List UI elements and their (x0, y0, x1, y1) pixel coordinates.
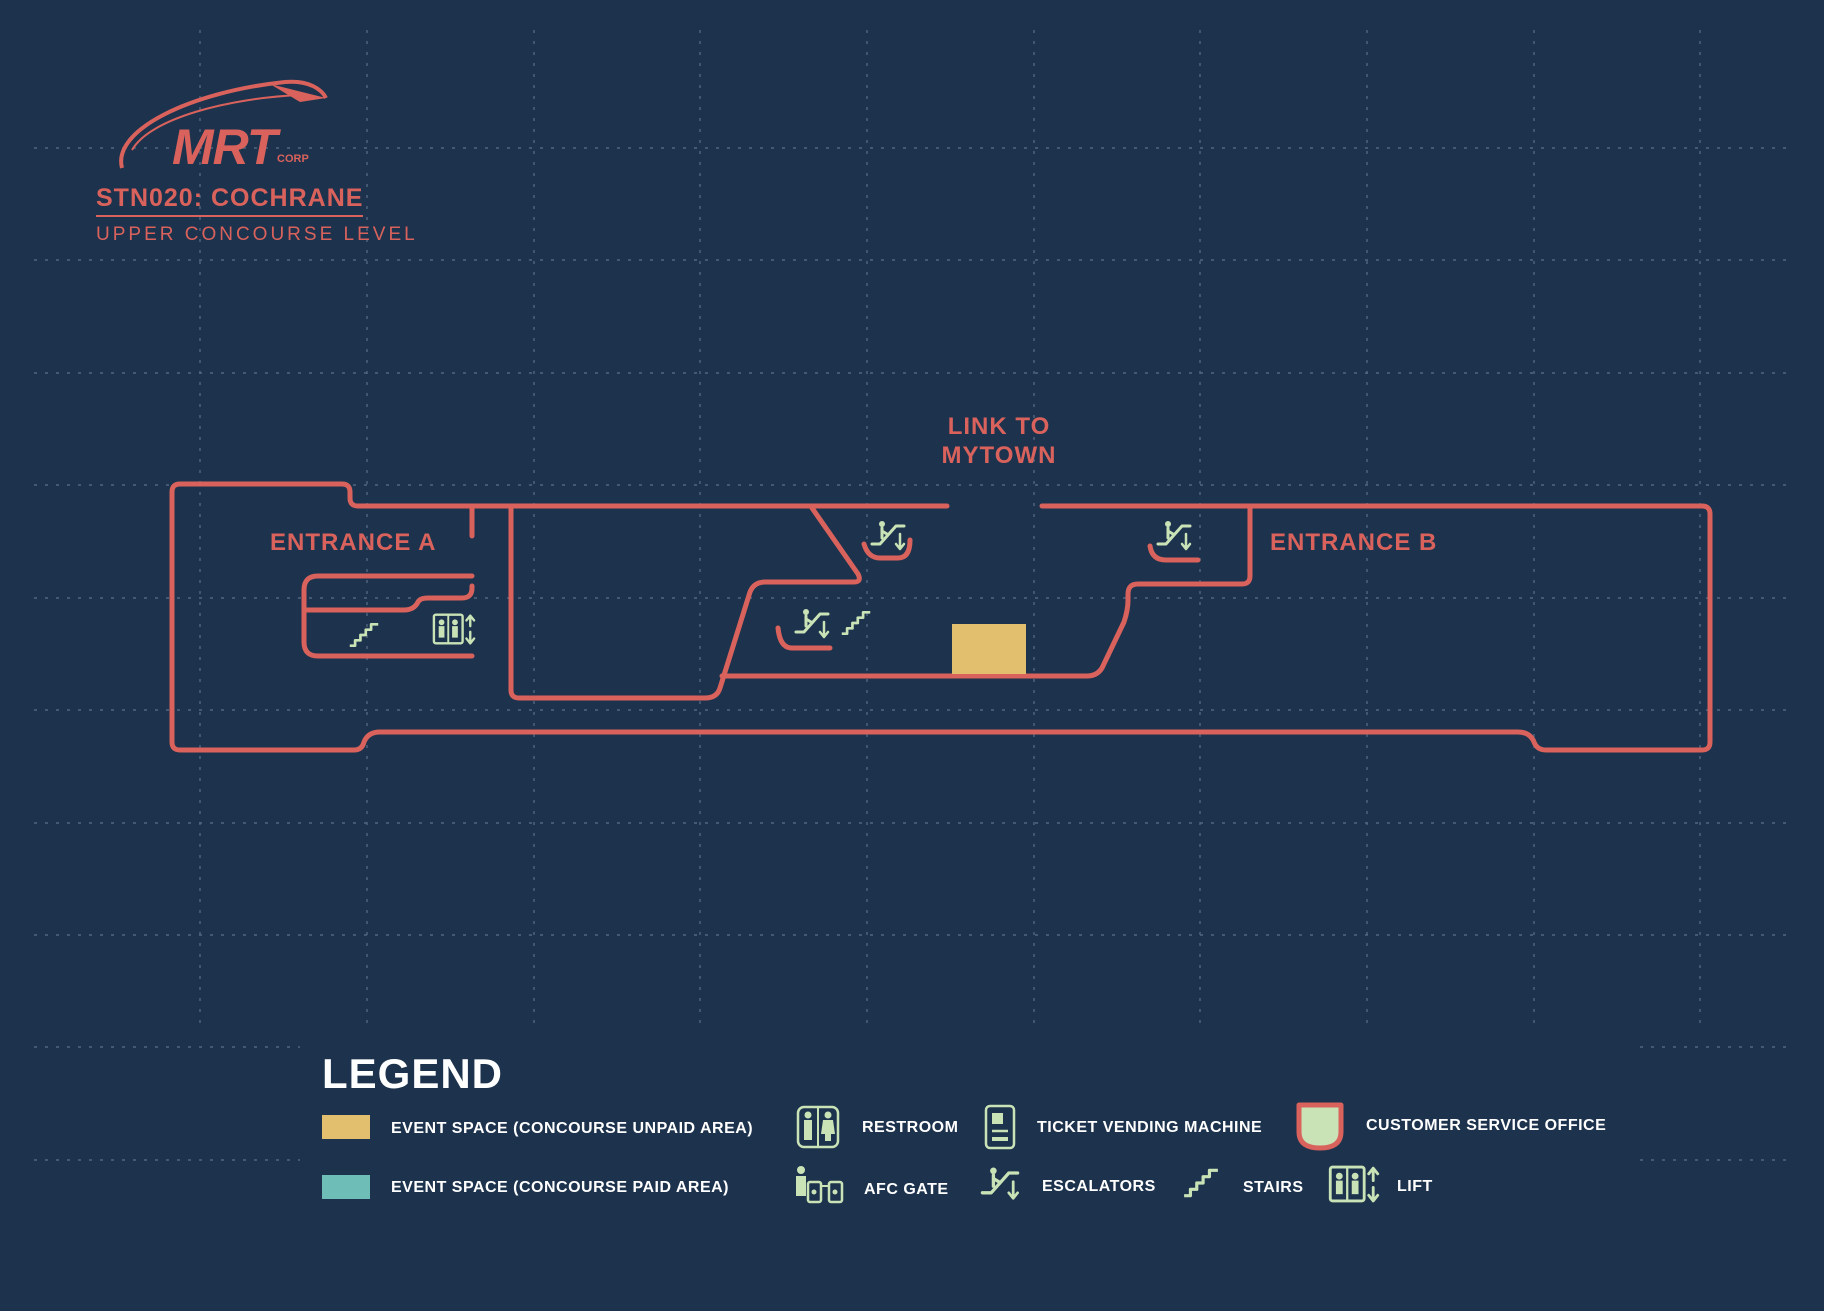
lift-icon (432, 613, 476, 645)
link-label-line2: MYTOWN (941, 442, 1057, 469)
level-title: UPPER CONCOURSE LEVEL (96, 224, 418, 245)
stairs-icon (348, 622, 380, 648)
legend-tvm-label: TICKET VENDING MACHINE (1037, 1119, 1263, 1136)
ticket-vending-machine-icon (984, 1104, 1016, 1150)
legend-title: LEGEND (322, 1050, 504, 1097)
station-title: STN020: COCHRANE (96, 184, 364, 217)
entrance-b-label: ENTRANCE B (1270, 529, 1438, 556)
paid-area-swatch (322, 1175, 370, 1199)
legend-paid-label: EVENT SPACE (CONCOURSE PAID AREA) (391, 1179, 730, 1196)
station-outline (169, 481, 1713, 753)
unpaid-area-swatch (322, 1115, 370, 1139)
stairs-icon (1182, 1168, 1220, 1198)
logo-text: MRT (172, 119, 277, 175)
legend-escalators-label: ESCALATORS (1042, 1178, 1156, 1195)
link-label-line1: LINK TO (947, 413, 1051, 440)
escalator-icon (794, 607, 830, 639)
legend-lift-label: LIFT (1397, 1178, 1433, 1195)
lift-icon (1328, 1165, 1380, 1203)
legend-afc-label: AFC GATE (864, 1181, 949, 1198)
escalator-icon (1156, 519, 1192, 551)
legend-unpaid-label: EVENT SPACE (CONCOURSE UNPAID AREA) (391, 1120, 754, 1137)
legend-icons (796, 1102, 1380, 1204)
escalator-icon (980, 1165, 1020, 1200)
logo-subtext: CORP (277, 153, 309, 165)
legend-restroom-label: RESTROOM (862, 1119, 959, 1136)
customer-service-office-icon (1296, 1102, 1344, 1151)
escalator-icon (870, 519, 906, 551)
legend-stairs-label: STAIRS (1243, 1179, 1304, 1196)
event-space-unpaid (952, 624, 1026, 674)
mrt-logo (119, 79, 328, 169)
stairs-icon (840, 610, 872, 636)
legend-cso-label: CUSTOMER SERVICE OFFICE (1366, 1117, 1607, 1134)
afc-gate-icon (796, 1166, 844, 1204)
entrance-a-label: ENTRANCE A (270, 529, 437, 556)
restroom-icon (796, 1105, 840, 1149)
background-grid (34, 30, 1790, 1161)
